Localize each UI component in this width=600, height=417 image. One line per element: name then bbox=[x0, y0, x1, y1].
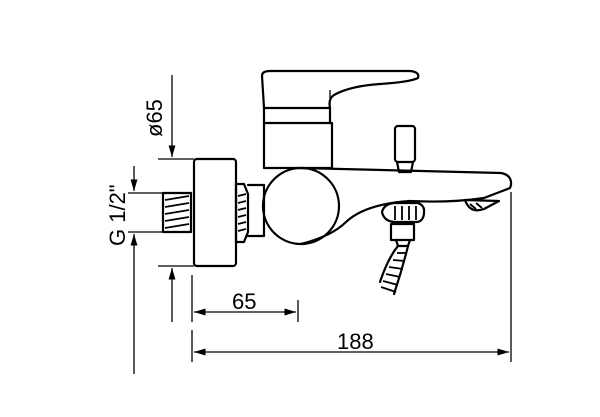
handle-assembly bbox=[260, 69, 420, 170]
lever-handle bbox=[260, 69, 420, 110]
dimension-188-label: 188 bbox=[337, 329, 374, 354]
cartridge-housing bbox=[262, 121, 334, 170]
handle-base bbox=[262, 106, 332, 125]
mixer-body bbox=[246, 166, 513, 246]
body-cylinder bbox=[261, 166, 341, 246]
eccentric-nut bbox=[234, 182, 250, 244]
dimension-diameter-label: ø65 bbox=[142, 99, 167, 137]
diverter-knob bbox=[393, 124, 417, 174]
dimension-65-label: 65 bbox=[232, 289, 256, 314]
dimension-thread-label: G 1/2" bbox=[105, 184, 130, 246]
hose-connector bbox=[380, 201, 426, 242]
dimension-lines bbox=[128, 75, 512, 374]
shower-hose bbox=[378, 238, 412, 296]
threaded-connector bbox=[161, 191, 193, 234]
wall-rosette bbox=[192, 157, 238, 268]
spout bbox=[299, 166, 513, 246]
spout-outlet bbox=[463, 198, 501, 212]
